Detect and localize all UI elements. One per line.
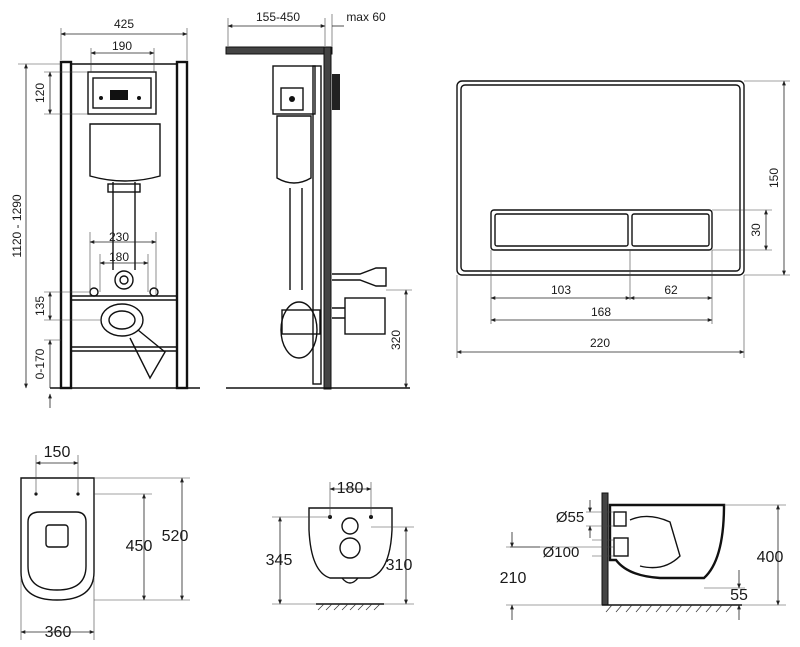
frame-side-view: 155-450 max 60 320 bbox=[225, 10, 412, 390]
inlet-connector bbox=[613, 511, 627, 527]
max-wall-label: max 60 bbox=[346, 10, 386, 24]
bottom-offset-label: 55 bbox=[730, 587, 748, 604]
bowl-inner-length-label: 450 bbox=[126, 538, 153, 555]
right-button-width-label: 62 bbox=[664, 283, 678, 297]
plate-width-label: 220 bbox=[590, 336, 610, 350]
frame-left-post bbox=[59, 60, 73, 390]
flush-mechanism-box bbox=[87, 71, 157, 115]
flush-button-small bbox=[631, 213, 710, 247]
bowl-width-label: 360 bbox=[45, 624, 72, 641]
flush-button-large bbox=[494, 213, 629, 247]
bowl-outline-back bbox=[308, 507, 393, 579]
frame-height-label: 1120 - 1290 bbox=[10, 194, 24, 257]
cistern-side bbox=[276, 115, 312, 184]
flush-plate-view: 150 30 103 62 168 220 bbox=[456, 80, 790, 358]
bowl-length-label: 520 bbox=[162, 528, 189, 545]
drain-outlet bbox=[100, 303, 144, 337]
drain-connector bbox=[344, 297, 386, 335]
bowl-outline-side bbox=[608, 503, 726, 580]
cistern bbox=[89, 123, 161, 182]
floor-hatch-side bbox=[605, 604, 733, 613]
flush-pipe-side bbox=[289, 188, 303, 290]
outlet-diameter-label: Ø100 bbox=[543, 544, 580, 561]
box-width-label: 190 bbox=[112, 39, 132, 53]
back-left-height-label: 345 bbox=[266, 552, 293, 569]
foot-adjust-label: 0-170 bbox=[33, 348, 47, 379]
back-hole-spacing-label: 180 bbox=[337, 480, 364, 497]
bowl-back-view: 180 345 310 bbox=[266, 480, 414, 611]
side-outlet-height-label-bowl: 210 bbox=[500, 570, 527, 587]
bowl-top-view: 150 450 520 360 bbox=[20, 444, 190, 641]
pipe-spacing-inner-label: 180 bbox=[109, 250, 129, 264]
floor-hatch-back bbox=[317, 603, 381, 611]
box-height-label: 120 bbox=[33, 83, 47, 103]
depth-range-label: 155-450 bbox=[256, 10, 300, 24]
pipe-spacing-outer-label: 230 bbox=[109, 230, 129, 244]
bowl-outline-top bbox=[20, 477, 95, 601]
plate-height-label: 150 bbox=[767, 168, 781, 188]
outlet-height-label: 135 bbox=[33, 296, 47, 316]
bowl-side-view: Ø55 Ø100 210 400 55 bbox=[500, 492, 786, 620]
buttons-total-width-label: 168 bbox=[591, 305, 611, 319]
outlet-connector bbox=[613, 537, 629, 557]
ceiling-wall bbox=[225, 46, 333, 55]
frame-right-post bbox=[175, 60, 189, 390]
bowl-height-label: 400 bbox=[757, 549, 784, 566]
finish-wall bbox=[323, 46, 332, 390]
top-hole-spacing-label: 150 bbox=[44, 444, 71, 461]
side-outlet-height-label: 320 bbox=[389, 330, 403, 350]
button-height-label: 30 bbox=[749, 223, 763, 237]
left-button-width-label: 103 bbox=[551, 283, 571, 297]
flush-pipe bbox=[112, 182, 136, 270]
back-right-height-label: 310 bbox=[386, 557, 413, 574]
frame-width-label: 425 bbox=[114, 17, 134, 31]
flush-plate bbox=[456, 80, 745, 276]
frame-front-view: 425 190 120 1120 - 1290 230 180 135 0 bbox=[10, 17, 200, 408]
inlet-diameter-label: Ø55 bbox=[556, 509, 584, 526]
